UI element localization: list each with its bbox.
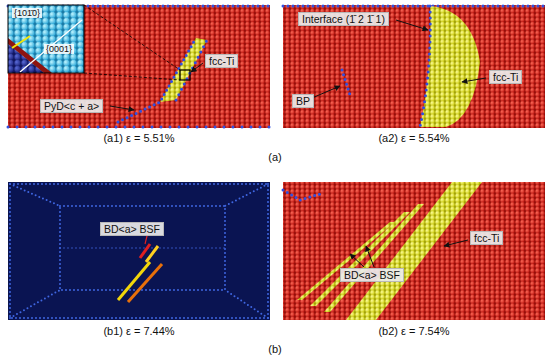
interface-label: Interface (1̄ 2 1̄ 1) <box>298 12 389 26</box>
phase-label: fcc-Ti <box>470 231 503 245</box>
plane-label: {0001} <box>44 44 74 54</box>
phase-label: fcc-Ti <box>205 54 238 68</box>
figure-part-label: (b) <box>268 343 281 356</box>
plane-label: {101̄0} <box>12 8 42 18</box>
defect-label: BD<a> BSF <box>100 222 164 236</box>
panel-caption: (b2) ε = 7.54% <box>378 325 449 338</box>
panel-caption: (a2) ε = 5.54% <box>378 132 449 145</box>
defect-label: BP <box>292 94 314 108</box>
panel-caption: (a1) ε = 5.51% <box>103 132 174 145</box>
phase-label: fcc-Ti <box>489 70 522 84</box>
panel-caption: (b1) ε = 7.44% <box>103 325 174 338</box>
defect-label: PyD<c + a> <box>40 99 103 113</box>
figure-part-label: (a) <box>268 151 281 164</box>
defect-label: BD<a> BSF <box>340 268 404 282</box>
